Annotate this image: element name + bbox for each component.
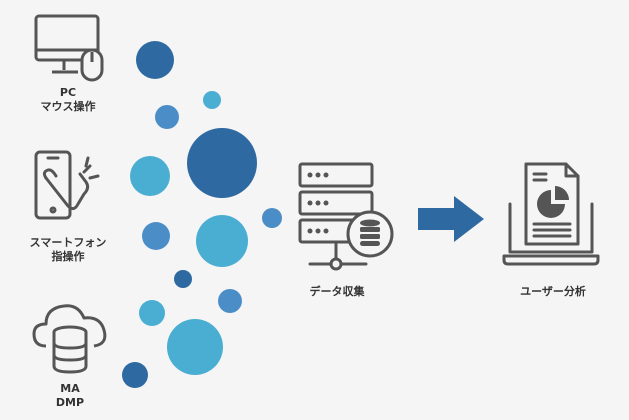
data-bubble	[130, 156, 170, 196]
smartphone-label-line1: スマートフォン	[29, 236, 107, 249]
desktop-mouse-icon	[34, 14, 104, 82]
data-bubble	[203, 91, 221, 109]
smartphone-touch-icon	[34, 150, 100, 220]
data-bubble	[218, 289, 242, 313]
data-bubble	[122, 362, 148, 388]
data-bubble	[139, 300, 165, 326]
data-bubble	[167, 319, 223, 375]
ma-label-line1: MA	[60, 382, 80, 395]
data-bubble	[196, 215, 248, 267]
data-bubble	[187, 128, 257, 198]
data-bubble	[155, 105, 179, 129]
server-database-icon	[298, 162, 394, 271]
ma-label-line2: DMP	[55, 396, 85, 409]
analysis-label: ユーザー分析	[520, 285, 586, 298]
cloud-database-icon	[32, 304, 107, 374]
ma-label: MA DMP	[56, 382, 84, 410]
data-bubble	[142, 222, 170, 250]
collection-label: データ収集	[309, 285, 365, 298]
data-bubble	[174, 270, 192, 288]
pc-label-line2: マウス操作	[40, 100, 96, 113]
laptop-report-icon	[502, 162, 600, 266]
data-bubble	[262, 208, 282, 228]
right-arrow-icon	[418, 196, 484, 242]
pc-label-line1: PC	[59, 86, 77, 99]
smartphone-label-line2: 指操作	[51, 250, 85, 263]
data-bubble	[136, 41, 174, 79]
pc-label: PC マウス操作	[41, 86, 96, 114]
smartphone-label: スマートフォン 指操作	[30, 236, 107, 264]
